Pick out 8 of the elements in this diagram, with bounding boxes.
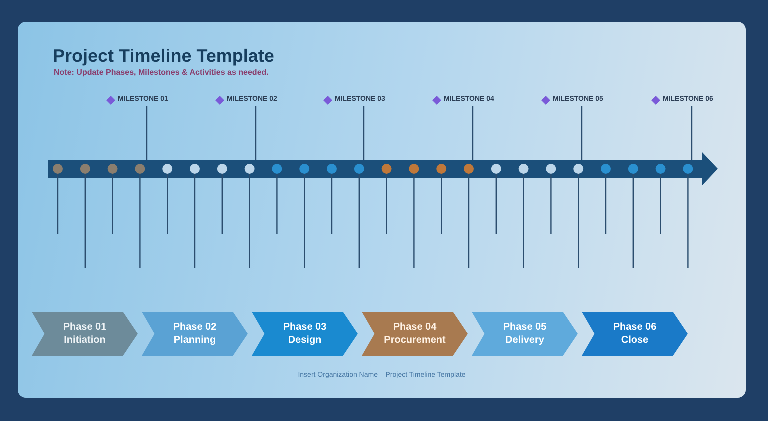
phase-step: Phase 03 Design (252, 312, 358, 356)
phase-step: Phase 02 Planning (142, 312, 248, 356)
phase-step: Phase 06 Close (582, 312, 688, 356)
phase-step: Phase 04 Procurement (362, 312, 468, 356)
phase-step: Phase 05 Delivery (472, 312, 578, 356)
title: Project Timeline Template (53, 46, 274, 67)
phase-step: Phase 01 Initiation (32, 312, 138, 356)
note-text: Note: Update Phases, Milestones & Activities as needed. (54, 68, 269, 77)
